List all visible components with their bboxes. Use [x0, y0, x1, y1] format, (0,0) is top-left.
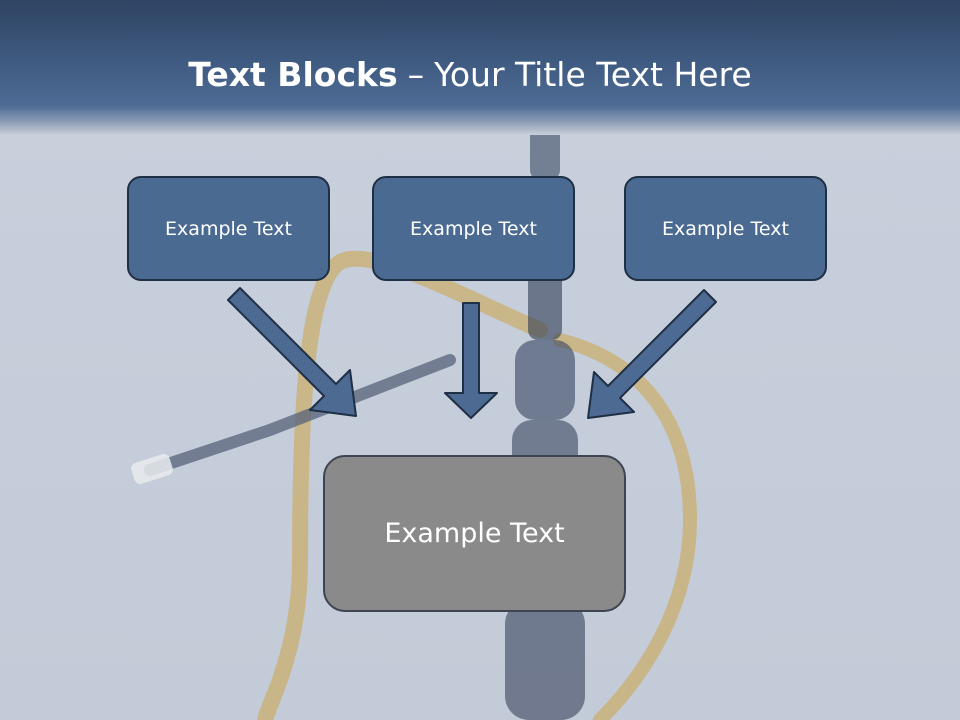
title-bar — [0, 0, 960, 135]
arrow-down-right-icon — [227, 287, 357, 417]
page-title: Text Blocks–Your Title Text Here — [0, 52, 940, 98]
text-block-1-label: Example Text — [165, 217, 292, 240]
arrow-down-left-icon — [587, 289, 717, 419]
text-block-3-label: Example Text — [662, 217, 789, 240]
text-block-2[interactable]: Example Text — [372, 176, 575, 281]
title-separator: – — [407, 55, 425, 94]
target-text-block[interactable]: Example Text — [323, 455, 626, 612]
text-block-2-label: Example Text — [410, 217, 537, 240]
title-rest: Your Title Text Here — [434, 55, 752, 94]
text-block-3[interactable]: Example Text — [624, 176, 827, 281]
title-bold: Text Blocks — [188, 55, 398, 94]
text-block-1[interactable]: Example Text — [127, 176, 330, 281]
arrow-down-icon — [444, 302, 498, 419]
target-text-block-label: Example Text — [384, 518, 565, 549]
